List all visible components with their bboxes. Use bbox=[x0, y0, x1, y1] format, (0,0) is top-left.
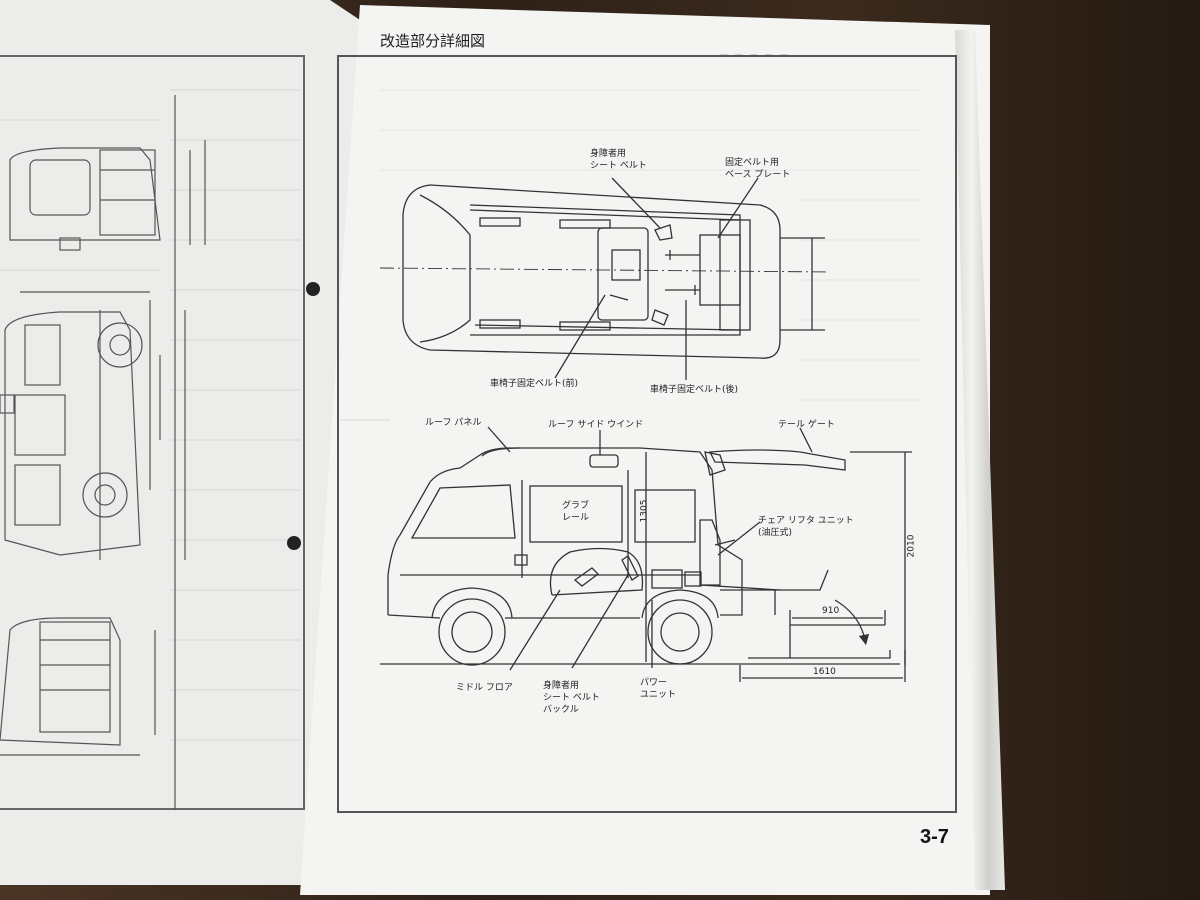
label-wheelchair-belt-front: 車椅子固定ベルト(前) bbox=[490, 379, 579, 389]
dimension-lift-length: 1610 bbox=[813, 667, 836, 677]
diagram-frame bbox=[337, 55, 957, 813]
label-seat-belt-buckle: 身障者用 シート ベルト バックル bbox=[543, 681, 600, 715]
label-middle-floor: ミドル フロア bbox=[456, 683, 513, 693]
dimension-grab-height: 1305 bbox=[639, 499, 650, 523]
label-grab-rail: グラブ レール bbox=[562, 501, 590, 523]
page-title: 改造部分詳細図 bbox=[380, 32, 486, 50]
label-roof-panel: ルーフ パネル bbox=[425, 418, 482, 428]
right-page bbox=[300, 5, 990, 895]
label-tail-gate: テール ゲート bbox=[778, 420, 835, 430]
dimension-lift-depth: 910 bbox=[822, 606, 840, 616]
label-seat-belt-disabled: 身障者用 シート ベルト bbox=[590, 149, 647, 171]
label-wheelchair-belt-rear: 車椅子固定ベルト(後) bbox=[650, 385, 739, 395]
side-view-van bbox=[340, 419, 912, 682]
label-power-unit: パワー ユニット bbox=[640, 678, 677, 700]
binder-hole-top bbox=[306, 282, 320, 296]
label-roof-side-window: ルーフ サイド ウインド bbox=[548, 420, 644, 430]
left-page-van-drawings bbox=[0, 89, 300, 810]
label-fixed-belt-base-plate: 固定ベルト用 ベース プレート bbox=[725, 158, 791, 180]
label-chair-lifter-unit: チェア リフタ ユニット (油圧式) bbox=[758, 516, 854, 538]
dimension-height: 2010 bbox=[906, 534, 917, 558]
top-view-van bbox=[379, 177, 831, 380]
left-page bbox=[0, 0, 360, 885]
binder-hole-bottom bbox=[287, 536, 301, 550]
left-page-frame bbox=[0, 55, 305, 810]
page-number: 3-7 bbox=[920, 826, 949, 848]
